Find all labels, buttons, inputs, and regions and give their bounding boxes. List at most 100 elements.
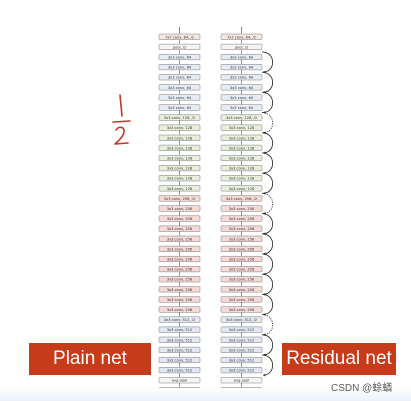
residual-shortcut-arc [261,112,274,134]
residual-layer-label: 3x3 conv, 512, /2 [226,318,257,322]
plain-layer-label: 3x3 conv, 64 [168,106,192,110]
plain-layer-label: 3x3 conv, 256 [167,227,193,231]
residual-layer-label: 3x3 conv, 256 [229,217,255,221]
residual-layer-label: 3x3 conv, 128 [229,136,255,140]
residual-layer-label: 3x3 conv, 64 [230,76,254,80]
residual-layer-label: 3x3 conv, 256 [229,227,255,231]
residual-layer-label: 3x3 conv, 64 [230,66,254,70]
plain-layer-label: 3x3 conv, 256 [167,217,193,221]
plain-layer-label: 3x3 conv, 128 [167,177,193,181]
plain-layer-label: 3x3 conv, 256 [167,288,193,292]
residual-layer-label: 3x3 conv, 64 [230,86,254,90]
residual-layer-label: 3x3 conv, 128 [229,157,255,161]
residual-layer-label: pool, /2 [235,45,248,49]
plain-layer-label: 3x3 conv, 64 [168,76,192,80]
plain-layer-label: 3x3 conv, 512 [167,338,193,342]
residual-layer-label: 3x3 conv, 256 [229,258,255,262]
plain-layer-label: 3x3 conv, 256 [167,278,193,282]
residual-shortcut-arc [261,51,274,73]
residual-shortcut-arc [261,233,274,255]
plain-layer-label: 3x3 conv, 512 [167,359,193,363]
plain-layer-label: 3x3 conv, 512, /2 [164,318,195,322]
shortcut-connections [261,51,274,377]
plain-layer-label: 3x3 conv, 64 [168,86,192,90]
residual-shortcut-arc [261,314,274,336]
residual-layer-label: 3x3 conv, 512 [229,338,255,342]
residual-layer-label: 3x3 conv, 64 [230,56,254,60]
residual-shortcut-arc [261,213,274,235]
plain-layer-label: pool, /2 [173,45,186,49]
plain-layer-box [158,104,201,111]
plain-layer-label: 3x3 conv, 128 [167,157,193,161]
residual-layer-label: 3x3 conv, 256 [229,247,255,251]
plain-layer-label: 3x3 conv, 64 [168,56,192,60]
plain-layer-label: 7x7 conv, 64, /2 [165,35,194,39]
residual-layer-label: 3x3 conv, 128, /2 [226,116,257,120]
plain-layer-label: 3x3 conv, 128 [167,126,193,130]
residual-layer-label: 3x3 conv, 512 [229,359,255,363]
residual-layer-label: 3x3 conv, 256 [229,237,255,241]
plain-net-label: Plain net [29,343,151,375]
residual-shortcut-arc [261,273,274,295]
plain-layer-label: 3x3 conv, 128 [167,136,193,140]
residual-layer-label: 3x3 conv, 512 [229,348,255,352]
residual-layer-label: 3x3 conv, 256, /2 [226,197,257,201]
residual-shortcut-arc [261,334,274,356]
residual-layer-label: 3x3 conv, 64 [230,106,254,110]
residual-layer-label: 3x3 conv, 512 [229,369,255,373]
residual-shortcut-arc [261,132,274,154]
plain-layer-label: 3x3 conv, 256 [167,308,193,312]
residual-layer-label: 3x3 conv, 256 [229,207,255,211]
plain-layer-label: 3x3 conv, 512 [167,348,193,352]
residual-layer-label: avg pool [234,379,249,383]
residual-layer-label: 7x7 conv, 64, /2 [227,35,256,39]
residual-shortcut-arc [261,91,274,113]
csdn-watermark: CSDN @蜍蝤 [331,383,393,394]
residual-layer-label: 3x3 conv, 128 [229,187,255,191]
plain-layer-label: 3x3 conv, 256, /2 [164,197,195,201]
plain-layer-label: 3x3 conv, 64 [168,66,192,70]
residual-layer-label: 3x3 conv, 256 [229,268,255,272]
plain-layer-label: 3x3 conv, 256 [167,207,193,211]
residual-shortcut-arc [261,354,274,376]
plain-layer-label: 3x3 conv, 256 [167,258,193,262]
plain-layer-label: 3x3 conv, 128 [167,167,193,171]
residual-shortcut-arc [261,293,274,315]
shortcut-arrowhead [263,373,266,377]
plain-net-column: 7x7 conv, 64, /2 pool, /2 3x3 conv, 64 3x3 … [158,27,201,394]
plain-layer-label: 3x3 conv, 128 [167,187,193,191]
plain-layer-label: 3x3 conv, 128 [167,146,193,150]
residual-layer-label: 3x3 conv, 512 [229,328,255,332]
plain-layer-label: 3x3 conv, 128, /2 [164,116,195,120]
plain-layer-label: 3x3 conv, 256 [167,268,193,272]
residual-layer-label: 3x3 conv, 256 [229,288,255,292]
plain-layer-label: avg pool [172,379,187,383]
residual-shortcut-arc [261,152,274,174]
plain-layer-box [158,43,201,50]
residual-shortcut-arc [261,192,274,214]
residual-layer-label: 3x3 conv, 256 [229,278,255,282]
residual-layer-label: 3x3 conv, 128 [229,177,255,181]
residual-shortcut-arc [261,71,274,93]
handwritten-one-half-note [112,94,131,145]
residual-shortcut-arc [261,253,274,275]
plain-layer-label: 3x3 conv, 512 [167,369,193,373]
plain-layer-label: 3x3 conv, 256 [167,247,193,251]
residual-layer-label: 3x3 conv, 128 [229,146,255,150]
residual-layer-label: 3x3 conv, 128 [229,167,255,171]
plain-layer-label: 3x3 conv, 256 [167,237,193,241]
residual-net-label: Residual net [282,343,396,375]
plain-layer-label: 3x3 conv, 256 [167,298,193,302]
bottom-gradient-strip [0,388,411,401]
residual-net-column: 7x7 conv, 64, /2 pool, /2 3x3 conv, 64 3x3 … [220,27,263,394]
plain-layer-label: 3x3 conv, 512 [167,328,193,332]
residual-shortcut-arc [261,172,274,194]
residual-layer-box [220,104,263,111]
residual-layer-label: 3x3 conv, 256 [229,298,255,302]
residual-layer-box [220,43,263,50]
residual-layer-label: 3x3 conv, 64 [230,96,254,100]
residual-layer-label: 3x3 conv, 128 [229,126,255,130]
residual-layer-label: 3x3 conv, 256 [229,308,255,312]
